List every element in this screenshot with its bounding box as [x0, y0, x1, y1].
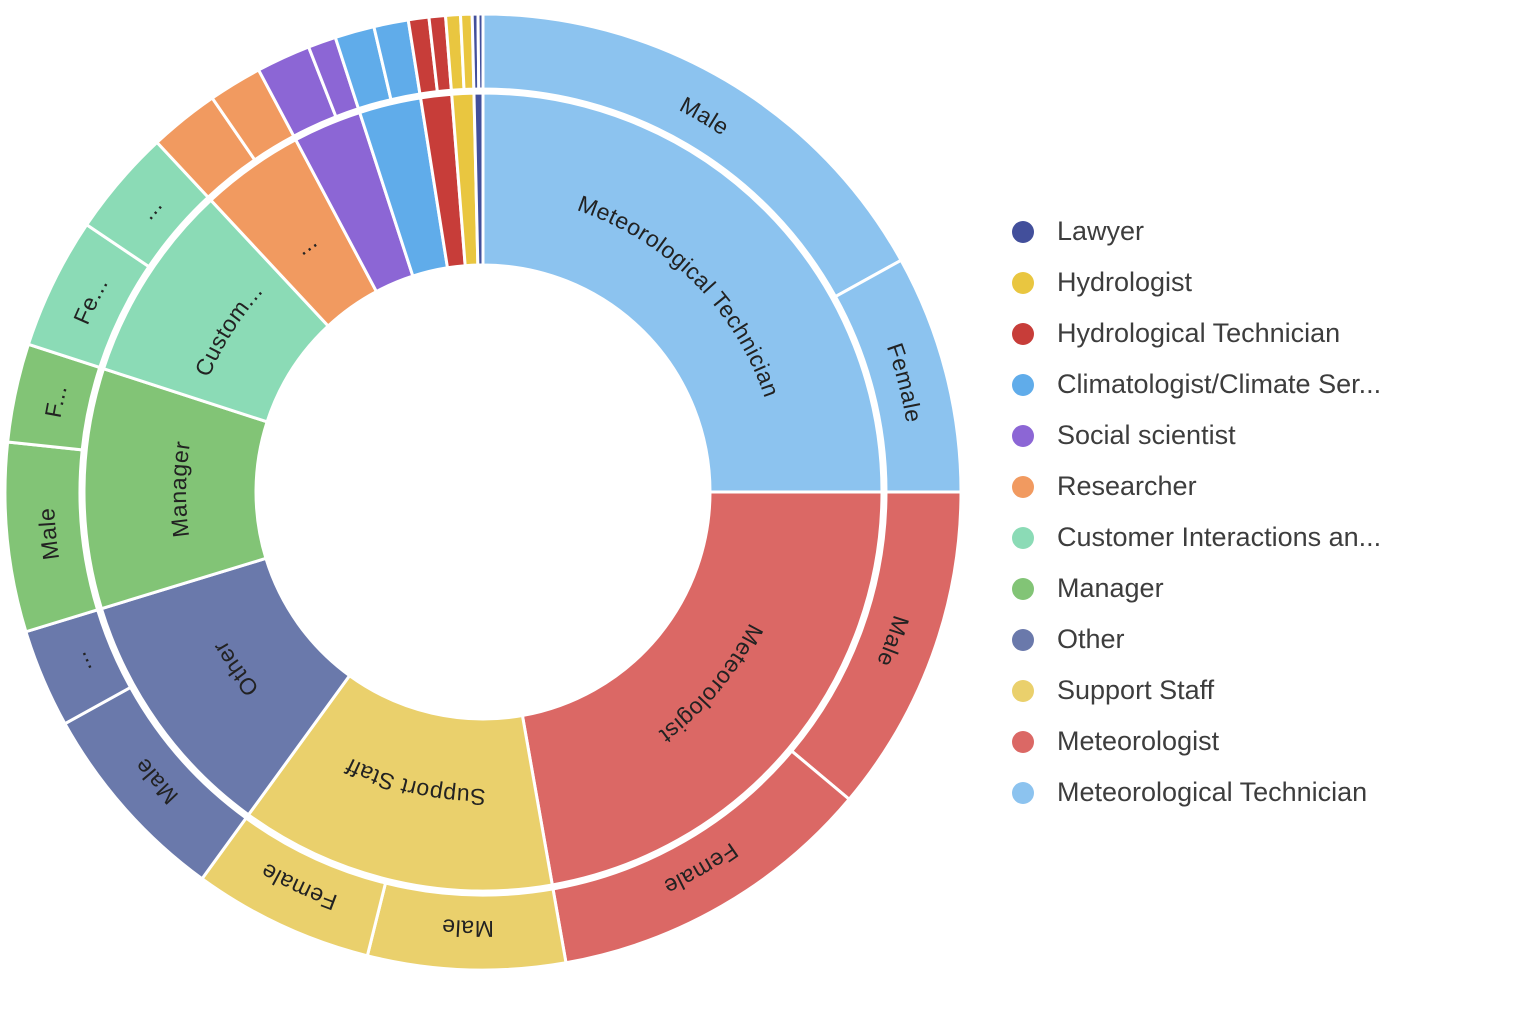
segment-lawyer[interactable] — [472, 91, 485, 267]
gender-ring — [3, 12, 963, 972]
legend-item-social-scientist[interactable]: Social scientist — [1012, 410, 1381, 461]
legend-item-customer-interactions-an[interactable]: Customer Interactions an... — [1012, 512, 1381, 563]
legend-color-dot — [1012, 220, 1034, 243]
legend-color-dot — [1012, 373, 1034, 396]
legend-item-label: Customer Interactions an... — [1057, 522, 1382, 552]
legend-item-label: Climatologist/Climate Ser... — [1057, 369, 1382, 399]
legend-item-label: Manager — [1057, 573, 1164, 603]
legend-item-label: Social scientist — [1057, 420, 1236, 450]
legend-item-label: Support Staff — [1057, 675, 1215, 705]
legend-item-lawyer[interactable]: Lawyer — [1012, 206, 1381, 257]
legend-color-dot — [1012, 781, 1034, 804]
legend-color-dot — [1012, 424, 1034, 447]
legend-item-support-staff[interactable]: Support Staff — [1012, 665, 1381, 716]
legend-item-other[interactable]: Other — [1012, 614, 1381, 665]
legend-color-dot — [1012, 475, 1034, 498]
legend-color-dot — [1012, 730, 1034, 753]
segment-meteorologist[interactable] — [520, 490, 884, 887]
legend-item-label: Researcher — [1057, 471, 1197, 501]
legend-item-label: Hydrological Technician — [1057, 318, 1341, 348]
legend-item-manager[interactable]: Manager — [1012, 563, 1381, 614]
segment-support-staff[interactable] — [246, 674, 554, 893]
legend-color-dot — [1012, 526, 1034, 549]
segment-lawyer-group-b[interactable] — [476, 12, 485, 91]
arc-label-support-staff-male: Male — [441, 914, 494, 942]
legend-item-hydrologist[interactable]: Hydrologist — [1012, 257, 1381, 308]
legend-color-dot — [1012, 271, 1034, 294]
occupation-ring — [82, 91, 884, 893]
legend-item-meteorologist[interactable]: Meteorologist — [1012, 716, 1381, 767]
legend-item-climatologist-climate-ser[interactable]: Climatologist/Climate Ser... — [1012, 359, 1381, 410]
legend-color-dot — [1012, 628, 1034, 651]
legend-item-label: Lawyer — [1057, 216, 1145, 246]
legend-item-label: Hydrologist — [1057, 267, 1193, 297]
arc-label-manager: Manager — [165, 439, 195, 539]
legend-item-label: Other — [1057, 624, 1125, 654]
legend-item-label: Meteorological Technician — [1057, 777, 1368, 807]
arc-label-manager-male: Male — [33, 507, 64, 562]
legend-color-dot — [1012, 577, 1034, 600]
legend-item-label: Meteorologist — [1057, 726, 1220, 756]
legend-color-dot — [1012, 322, 1034, 345]
legend-item-researcher[interactable]: Researcher — [1012, 461, 1381, 512]
segment-meteorological-technician[interactable] — [481, 91, 884, 494]
sunburst-chart: Meteorological TechnicianMaleFemaleMeteo… — [3, 12, 963, 972]
legend-color-dot — [1012, 679, 1034, 702]
legend-item-hydrological-technician[interactable]: Hydrological Technician — [1012, 308, 1381, 359]
legend-item-meteorological-technician[interactable]: Meteorological Technician — [1012, 767, 1381, 818]
